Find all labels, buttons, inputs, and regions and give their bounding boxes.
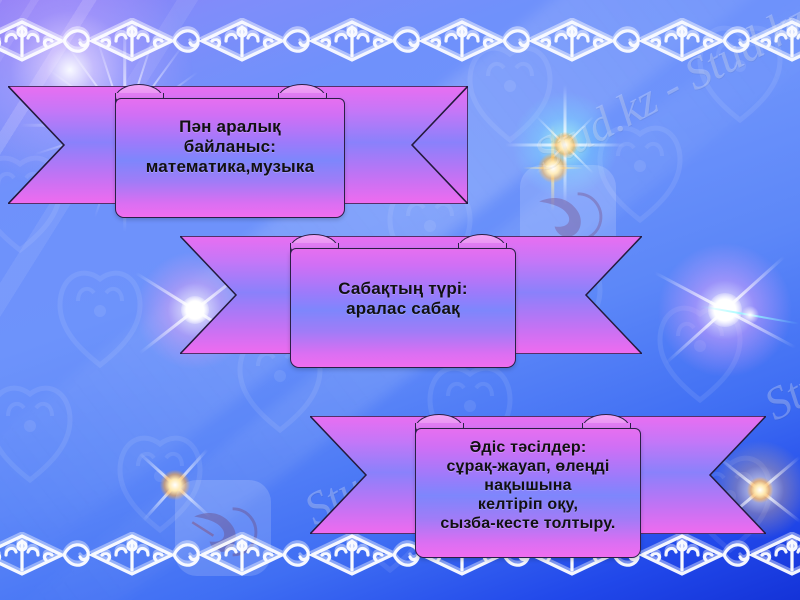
ribbon-panel: Пән аралық байланыс: математика,музыка [115,98,345,218]
banner-text-interdisciplinary: Пән аралық байланыс: математика,музыка [145,117,315,177]
banner-text-lesson-type: Сабақтың түрі: аралас сабақ [338,279,468,319]
ribbon-banner-lesson-type: Сабақтың түрі: аралас сабақ [180,234,642,368]
banner-text-methods: Әдіс тәсілдер: сұрақ-жауап, өлеңді нақыш… [440,439,616,532]
ribbon-panel: Сабақтың түрі: аралас сабақ [290,248,516,368]
ribbon-panel: Әдіс тәсілдер: сұрақ-жауап, өлеңді нақыш… [415,428,641,558]
ribbon-banner-methods: Әдіс тәсілдер: сұрақ-жауап, өлеңді нақыш… [310,414,766,558]
ribbon-banner-interdisciplinary: Пән аралық байланыс: математика,музыка [8,84,468,218]
